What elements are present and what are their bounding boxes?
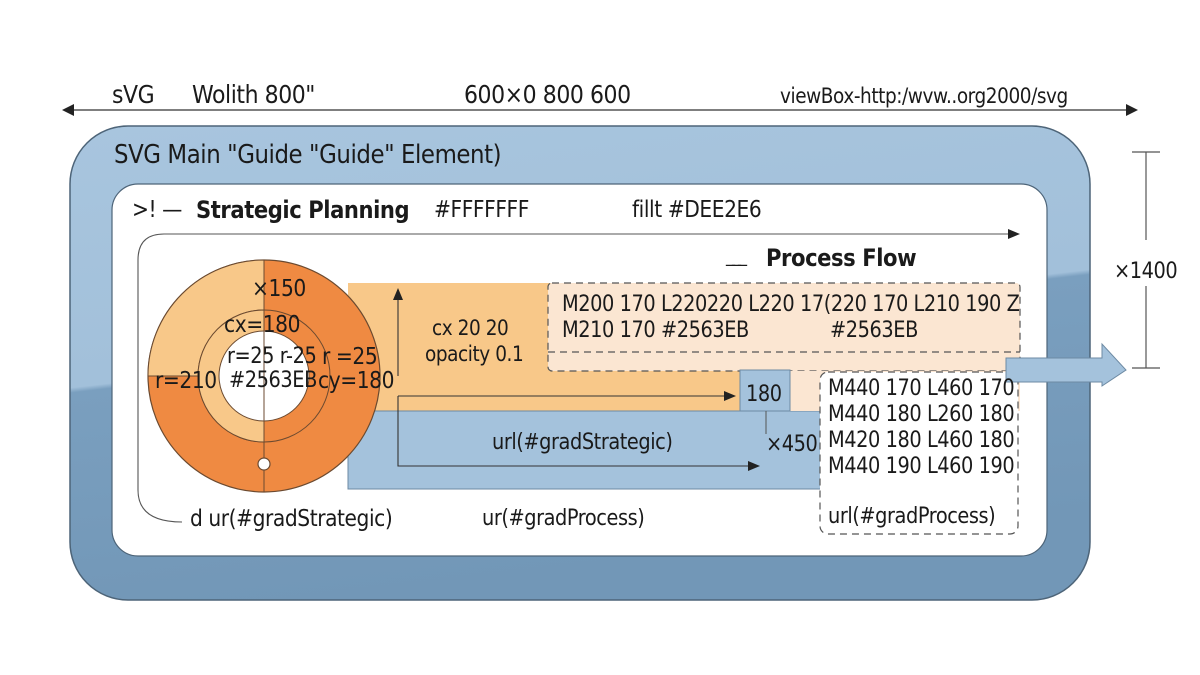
- panel-header-prefix: >! —: [132, 197, 182, 223]
- orange-band-line1: cx 20 20: [432, 316, 509, 340]
- footer-center-label: ur(#gradProcess): [482, 506, 645, 531]
- circle-top-label: ×150: [252, 276, 306, 302]
- nested-frame-line: [137, 233, 1010, 523]
- panel-header-title: Strategic Planning: [196, 196, 410, 224]
- donut-chart: [147, 259, 381, 493]
- node-180: [739, 369, 791, 412]
- top-dimension-arrow-right: [1126, 104, 1138, 116]
- lines-box-footer: url(#gradProcess): [828, 504, 996, 529]
- nested-frame-arrow: [1008, 229, 1020, 239]
- lines-box-line-4: M440 190 L460 190: [828, 454, 1015, 479]
- path-box-line1: M200 170 L220220 L220 17(220 170 L210 19…: [562, 292, 1020, 317]
- top-dimension-arrow-left: [62, 104, 74, 116]
- lines-box: [819, 371, 1019, 535]
- circle-left-r-label: r=210: [155, 368, 217, 394]
- top-center-label: 600×0 800 600: [464, 80, 631, 109]
- top-width-label: Wolith 800": [192, 80, 315, 109]
- main-frame-title: SVG Main "Guide "Guide" Element): [114, 140, 502, 170]
- lines-box-line-3: M420 180 L460 180: [828, 428, 1015, 453]
- fill-gray-label: fillt #DEE2E6: [632, 197, 762, 223]
- process-flow-prefix: ___: [726, 246, 747, 267]
- node-180-label: 180: [746, 382, 782, 407]
- circle-cy-label: cy=180: [318, 368, 395, 394]
- orange-band-line2: opacity 0.1: [425, 342, 524, 366]
- circle-inner-color-label: #2563EB: [229, 368, 317, 393]
- circle-inner-r-label: r=25 r-25: [227, 344, 317, 369]
- circle-cx-label: cx=180: [224, 312, 301, 338]
- path-box-line2b: #2563EB: [830, 318, 918, 343]
- footer-left-label: d ur(#gradStrategic): [190, 506, 393, 532]
- blue-band-label: url(#gradStrategic): [492, 430, 673, 455]
- band-arrow-2-head: [748, 461, 760, 471]
- donut-handle[interactable]: [257, 457, 271, 471]
- path-box: [547, 282, 1021, 372]
- lines-box-line-2: M440 180 L260 180: [828, 402, 1015, 427]
- circle-right-r-label: r =25: [322, 344, 378, 370]
- band-arrow-up-head: [393, 288, 403, 300]
- outgoing-arrow: [1005, 342, 1127, 387]
- top-right-label: viewBox-http:/wvw..org2000/svg: [780, 84, 1068, 108]
- band-arrow-2: [397, 396, 748, 467]
- path-box-line2a: M210 170 #2563EB: [562, 318, 749, 343]
- process-flow-title: Process Flow: [766, 244, 917, 272]
- lines-box-line-1: M440 170 L460 170: [828, 376, 1015, 401]
- blue-band-x-label: ×450: [766, 432, 818, 457]
- band-arrow-1-head: [724, 391, 736, 401]
- fill-white-label: #FFFFFFF: [434, 197, 529, 223]
- top-left-label: sVG: [112, 80, 155, 109]
- right-dimension-label: ×1400: [1114, 259, 1178, 284]
